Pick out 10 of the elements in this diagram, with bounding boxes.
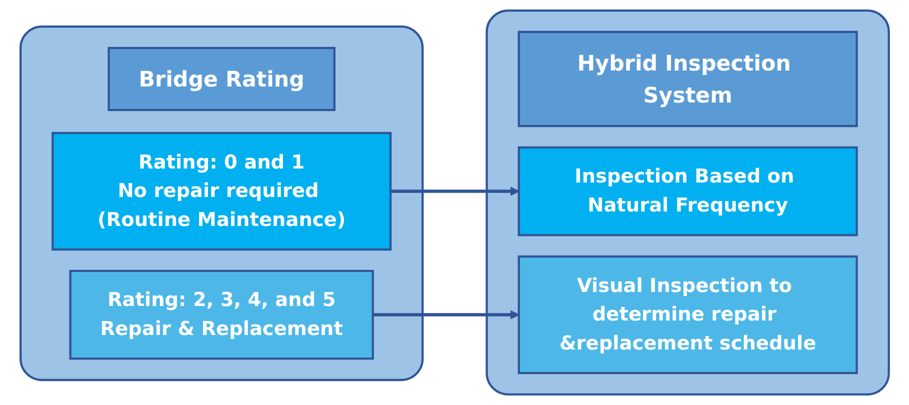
node-box: Hybrid Inspection System — [518, 30, 858, 128]
node-box: Rating: 0 and 1 No repair required (Routine Maintenance) — [51, 132, 392, 251]
node-box: Bridge Rating — [108, 46, 336, 112]
node-box: Inspection Based on Natural Frequency — [518, 146, 858, 236]
cluster — [486, 9, 890, 396]
node-box: Rating: 2, 3, 4, and 5 Repair & Replacement — [69, 270, 374, 360]
arrow — [390, 186, 520, 196]
node-box: Visual Inspection to determine repair &replacement schedule — [518, 255, 858, 374]
cluster — [19, 26, 424, 382]
arrow — [372, 310, 520, 320]
